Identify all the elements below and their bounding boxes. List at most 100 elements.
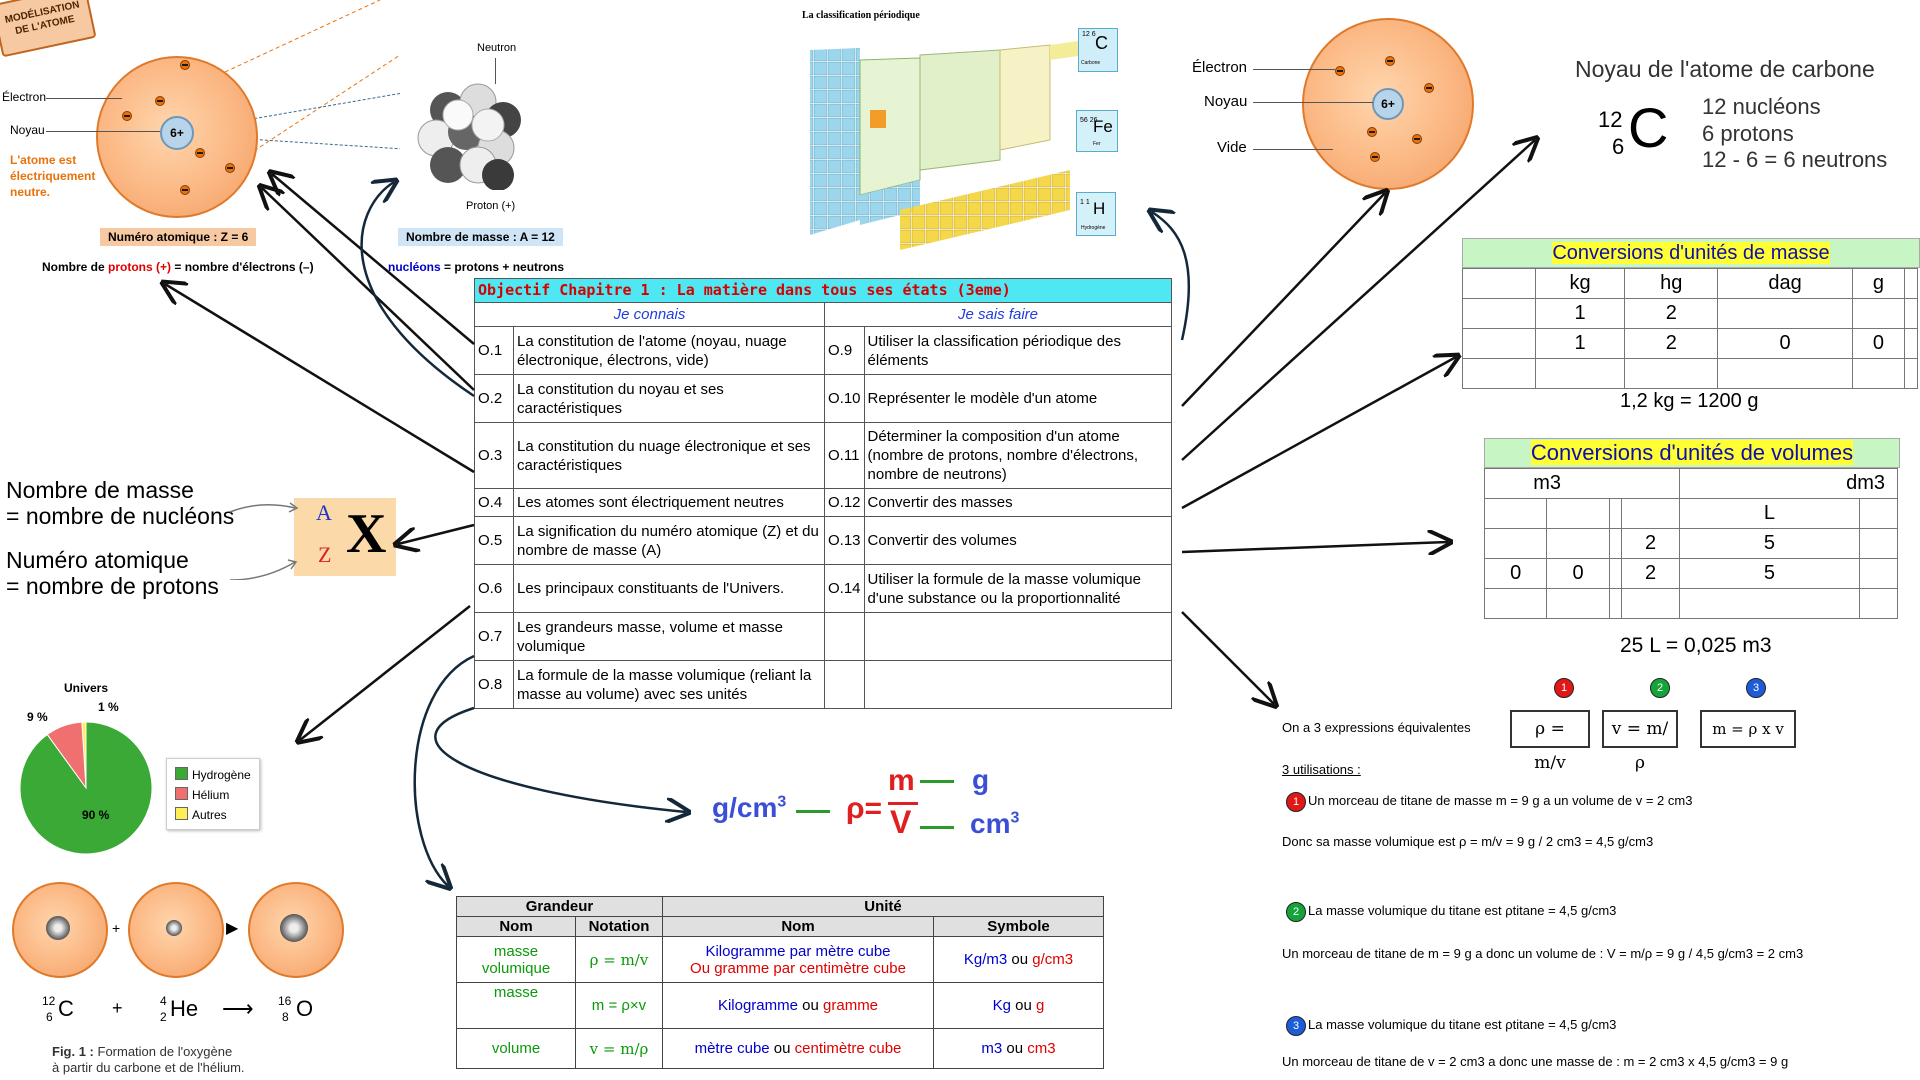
periodic-table-image xyxy=(810,40,1085,250)
eq-c-z: 6 xyxy=(46,1010,53,1024)
use-1-text: Un morceau de titane de masse m = 9 g a … xyxy=(1308,793,1693,808)
universe-pie-chart xyxy=(19,721,153,855)
electron-leader xyxy=(1253,69,1335,70)
electron-label-right: Électron xyxy=(1192,59,1248,76)
atomic-number-text: Numéro atomique xyxy=(6,547,189,573)
carbon-protons: 6 protons xyxy=(1702,121,1794,146)
eq-he-mass: 4 xyxy=(160,994,167,1008)
eq-o: O xyxy=(296,996,314,1021)
table-row: masse volumique ρ = m/v Kilogramme par m… xyxy=(456,936,1104,983)
electron-dot xyxy=(1335,66,1345,76)
mass-number-badge: Nombre de masse : A = 12 xyxy=(398,228,563,246)
electron-leader xyxy=(46,98,122,99)
nuclide-notation-box: A Z X xyxy=(294,498,396,576)
carbon-atomic-number: 6 xyxy=(1612,134,1625,159)
objectives-table: Objectif Chapitre 1 : La matière dans to… xyxy=(474,278,1173,709)
carbon-core xyxy=(46,916,70,940)
use-3-text: La masse volumique du titane est ρtitane… xyxy=(1308,1017,1617,1032)
legend-item: Autres xyxy=(175,805,259,825)
mass-conversion-result: 1,2 kg = 1200 g xyxy=(1620,390,1759,412)
legend-item: Hydrogène xyxy=(175,765,259,785)
neutron-label: Neutron xyxy=(477,42,517,54)
nucleus-label-right: Noyau xyxy=(1204,93,1248,110)
eq-he-z: 2 xyxy=(160,1010,167,1024)
volume-conversion-title: Conversions d'unités de volumes xyxy=(1484,438,1900,468)
formula-box-v: v = m/ρ xyxy=(1602,710,1678,773)
number-badge-1: 1 xyxy=(1554,678,1574,698)
nucleus-leader xyxy=(1253,102,1373,103)
expressions-intro: On a 3 expressions équivalentes xyxy=(1282,720,1471,735)
formula-box-m: m = ρ x v xyxy=(1700,710,1796,748)
electron-label: Électron xyxy=(2,90,47,104)
element-card-h: 1 1 H Hydrogène xyxy=(1076,192,1116,236)
atom-right-nucleus: 6+ xyxy=(1372,88,1404,120)
nucleus-leader xyxy=(46,131,160,132)
col-je-connais: Je connais xyxy=(474,302,825,327)
number-badge-2: 2 xyxy=(1650,678,1670,698)
atom-left-nucleus: 6+ xyxy=(160,116,194,150)
void-label: Vide xyxy=(1217,139,1247,156)
protons-text: = nombre de protons xyxy=(6,573,219,599)
mass-number-text: Nombre de masse xyxy=(6,477,194,503)
eq-c-mass: 12 xyxy=(42,994,56,1008)
volume-conversion-result: 25 L = 0,025 m3 xyxy=(1620,634,1772,657)
electron-dot xyxy=(195,148,205,158)
electron-dot xyxy=(1385,56,1395,66)
helium-core xyxy=(166,920,182,936)
carbon-neutrons: 12 - 6 = 6 neutrons xyxy=(1702,147,1888,172)
electron-dot xyxy=(1367,127,1377,137)
pie-label-other: 1 % xyxy=(98,700,119,714)
number-badge-3: 3 xyxy=(1746,678,1766,698)
electron-dot xyxy=(180,185,190,195)
mass-conversion-title: Conversions d'unités de masse xyxy=(1462,238,1920,268)
carbon-title: Noyau de l'atome de carbone xyxy=(1575,56,1875,82)
formula-box-rho: ρ = m/v xyxy=(1510,710,1590,773)
pie-label-hydrogen: 90 % xyxy=(82,808,110,822)
fusion-caption: Fig. 1 : Formation de l'oxygène xyxy=(52,1044,233,1059)
neutral-note: L'atome est électriquement neutre. xyxy=(10,153,96,199)
carbon-nucleons: 12 nucléons xyxy=(1702,94,1821,119)
col-je-sais-faire: Je sais faire xyxy=(824,302,1172,327)
void-leader xyxy=(1253,149,1333,150)
pie-slice-hydrogen xyxy=(19,721,153,855)
uses-title: 3 utilisations : xyxy=(1282,762,1361,777)
electron-dot xyxy=(225,163,235,173)
nucleus-cluster-image xyxy=(417,83,521,190)
eq-o-z: 8 xyxy=(282,1010,289,1024)
periodic-title: La classification périodique xyxy=(802,10,920,21)
neutron-leader xyxy=(495,58,496,84)
eq-c: C xyxy=(58,996,74,1021)
legend-item: Hélium xyxy=(175,785,259,805)
nucleons-text: = nombre de nucléons xyxy=(6,503,235,529)
nucleons-equality: nucléons = protons + neutrons xyxy=(388,260,565,274)
electron-dot xyxy=(122,111,132,121)
pie-legend: Hydrogène Hélium Autres xyxy=(166,758,260,830)
eq-plus: + xyxy=(112,998,123,1018)
element-card-fe: 56 26 Fe Fer xyxy=(1076,110,1118,152)
objectives-title: Objectif Chapitre 1 : La matière dans to… xyxy=(474,278,1172,303)
atomic-number-badge: Numéro atomique : Z = 6 xyxy=(100,228,257,246)
fusion-caption-2: à partir du carbone et de l'hélium. xyxy=(52,1060,245,1075)
use-2-result: Un morceau de titane de m = 9 g a donc u… xyxy=(1282,946,1804,961)
oxygen-core xyxy=(280,914,308,942)
electron-dot xyxy=(155,96,165,106)
use-2-text: La masse volumique du titane est ρtitane… xyxy=(1308,903,1617,918)
eq-arrow: ⟶ xyxy=(222,996,254,1021)
use-3-result: Un morceau de titane de v = 2 cm3 a donc… xyxy=(1282,1054,1789,1069)
units-table: Grandeur Unité Nom Notation Nom Symbole … xyxy=(456,896,1104,1069)
number-badge-3: 3 xyxy=(1286,1016,1306,1036)
element-card-c: 12 6 C Carbone xyxy=(1078,28,1118,72)
universe-title: Univers xyxy=(64,681,109,695)
eq-o-mass: 16 xyxy=(278,994,292,1008)
table-row: masse m = ρ×v Kilogramme ou gramme Kg ou… xyxy=(456,982,1104,1029)
use-1-result: Donc sa masse volumique est ρ = m/v = 9 … xyxy=(1282,834,1654,849)
number-badge-2: 2 xyxy=(1286,902,1306,922)
